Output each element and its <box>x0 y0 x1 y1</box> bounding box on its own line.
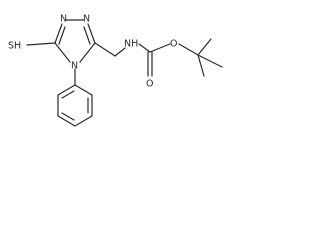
atom-labels: N N N SH NH O O <box>8 14 177 90</box>
bond-ph-6 <box>57 84 76 96</box>
bond-cq-ch3-top <box>197 38 212 56</box>
bond-ph-inner-2 <box>61 112 75 121</box>
bond-ph-4 <box>57 115 76 127</box>
bond-c3-ch2 <box>94 42 116 57</box>
boc-aminomethyl-chain <box>94 38 223 77</box>
bond-c5-n1 <box>54 23 63 44</box>
bond-ph-inner-3 <box>61 90 75 99</box>
bond-n4-c5 <box>54 42 71 63</box>
bond-nh-carbonyl <box>138 43 151 53</box>
atom-label-n2: N <box>83 14 90 25</box>
atom-label-nh: NH <box>124 39 138 50</box>
bond-n2-c3-double <box>83 26 91 45</box>
bond-carbonyl-oester <box>149 43 171 53</box>
bond-ph-3 <box>74 115 93 127</box>
atom-label-sh: SH <box>8 41 21 52</box>
chemical-structure-diagram: N N N SH NH O O <box>8 14 223 127</box>
bond-n2-c3 <box>87 23 96 44</box>
bond-c5-s <box>26 42 56 46</box>
atom-label-o-carbonyl: O <box>146 79 153 90</box>
bond-c3-n4 <box>79 42 96 63</box>
bond-ph-1 <box>74 84 93 96</box>
phenyl-ring <box>57 68 93 127</box>
bond-ch2-nh <box>114 47 126 57</box>
bond-cq-ch3-right <box>197 54 223 68</box>
triazole-ring <box>54 19 96 63</box>
atom-label-o-ester: O <box>170 39 177 50</box>
bond-oester-cq <box>178 43 199 56</box>
bond-c5-n1-double <box>58 26 66 45</box>
bond-cq-ch3-bottom <box>197 54 205 77</box>
atom-label-n4: N <box>71 61 78 72</box>
atom-label-n1: N <box>60 14 67 25</box>
